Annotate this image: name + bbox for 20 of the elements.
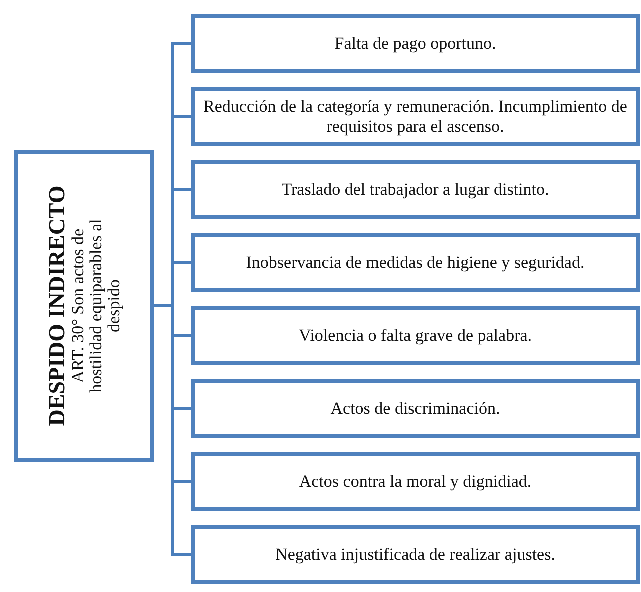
title-box	[14, 150, 154, 462]
item-text: Actos contra la moral y dignidiad.	[299, 472, 532, 492]
item-text: Reducción de la categoría y remuneración. Incumplimiento de requisitos para el ascenso.	[202, 96, 628, 136]
item-box	[191, 160, 640, 219]
item-text: Inobservancia de medidas de higiene y seguridad.	[246, 252, 585, 272]
connector-line	[154, 304, 191, 556]
item-box	[191, 306, 640, 365]
title-text: DESPIDO INDIRECTO	[44, 186, 70, 426]
subtitle-text: ART. 30° Son actos de hostilidad equiparables al despido	[70, 218, 124, 395]
item-box	[191, 14, 640, 73]
item-box	[191, 452, 640, 511]
item-text: Actos de discriminación.	[330, 398, 500, 418]
item-text: Falta de pago oportuno.	[334, 34, 496, 54]
item-box	[191, 87, 640, 146]
item-text: Violencia o falta grave de palabra.	[298, 326, 532, 346]
item-box	[191, 233, 640, 292]
item-box	[191, 379, 640, 438]
item-box	[191, 525, 640, 584]
item-text: Traslado del trabajador a lugar distinto.	[282, 180, 550, 200]
item-text: Negativa injustificada de realizar ajustes.	[276, 544, 556, 564]
